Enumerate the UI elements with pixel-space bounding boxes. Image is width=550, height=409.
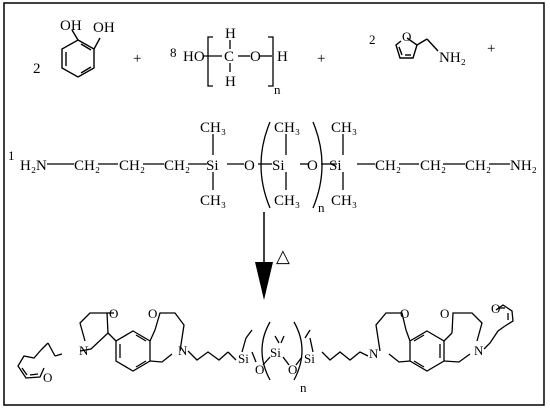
siloxane-amine-label: NH₂	[510, 158, 537, 174]
product-oxazine-oxygen: O	[148, 306, 157, 321]
product-nitrogen-label: N	[474, 343, 484, 358]
catechol-oh-label: OH	[93, 20, 115, 36]
paraformaldehyde-bonds	[204, 36, 274, 87]
paraformaldehyde-repeat-label: n	[274, 82, 281, 97]
catechol-coefficient: 2	[33, 61, 41, 77]
siloxane-o-label: O	[244, 158, 255, 174]
siloxane-ch2-label: CH₂	[164, 158, 190, 174]
siloxane-si-label: Si	[206, 158, 219, 174]
scheme-border	[3, 2, 545, 406]
product-si-label: Si	[304, 351, 315, 366]
plus-sign: +	[317, 51, 325, 67]
product-nitrogen-label: N	[178, 343, 188, 358]
paraformaldehyde-o-label: O	[250, 49, 261, 65]
siloxane-methyl-label: CH₃	[274, 193, 300, 209]
siloxane-ch2-label: CH₂	[420, 158, 446, 174]
product-si-label: Si	[270, 345, 281, 360]
paraformaldehyde-coefficient: 8	[170, 45, 177, 60]
siloxane-methyl-label: CH₃	[200, 120, 226, 136]
product-siloxane-oxygen: O	[288, 362, 297, 377]
siloxane-amine-label: H₂N	[20, 158, 47, 174]
heat-symbol: △	[276, 246, 290, 267]
product-repeat-label: n	[300, 380, 307, 395]
product-siloxane-oxygen: O	[255, 362, 264, 377]
paraformaldehyde-c-label: C	[224, 49, 234, 65]
siloxane-repeat-label: n	[318, 200, 325, 215]
furfurylamine-amine-label: NH₂	[439, 50, 466, 66]
paraformaldehyde-h-label: H	[277, 49, 288, 65]
catechol-structure	[61, 29, 101, 78]
furfurylamine-structure	[395, 37, 439, 59]
siloxane-o-label: O	[307, 158, 318, 174]
product-furan-oxygen: O	[43, 370, 52, 385]
siloxane-ch2-label: CH₂	[74, 158, 100, 174]
siloxane-methyl-label: CH₃	[200, 193, 226, 209]
product-si-label: Si	[238, 351, 249, 366]
product-oxazine-oxygen: O	[400, 306, 409, 321]
furfurylamine-ring-oxygen: O	[402, 29, 411, 44]
siloxane-methyl-label: CH₃	[331, 120, 357, 136]
paraformaldehyde-h-label: H	[225, 74, 236, 90]
siloxane-coefficient: 1	[8, 148, 15, 163]
product-structure	[17, 304, 514, 381]
siloxane-ch2-label: CH₂	[375, 158, 401, 174]
siloxane-ch2-label: CH₂	[119, 158, 145, 174]
catechol-oh-label: OH	[60, 18, 82, 34]
siloxane-ch2-label: CH₂	[465, 158, 491, 174]
siloxane-si-label: Si	[272, 158, 285, 174]
siloxane-methyl-label: CH₃	[274, 120, 300, 136]
siloxane-methyl-label: CH₃	[331, 193, 357, 209]
product-furan-oxygen: O	[491, 301, 500, 316]
product-oxazine-oxygen: O	[109, 306, 118, 321]
furfurylamine-coefficient: 2	[369, 32, 376, 47]
paraformaldehyde-h-label: H	[225, 26, 236, 42]
product-nitrogen-label: N	[79, 343, 89, 358]
siloxane-diamine-bonds	[47, 121, 510, 209]
reaction-arrowhead	[255, 262, 273, 300]
product-nitrogen-label: N	[369, 346, 379, 361]
siloxane-si-label: Si	[329, 158, 342, 174]
plus-sign: +	[487, 41, 495, 57]
paraformaldehyde-ho-label: HO	[183, 49, 205, 65]
plus-sign: +	[133, 51, 141, 67]
product-oxazine-oxygen: O	[440, 306, 449, 321]
